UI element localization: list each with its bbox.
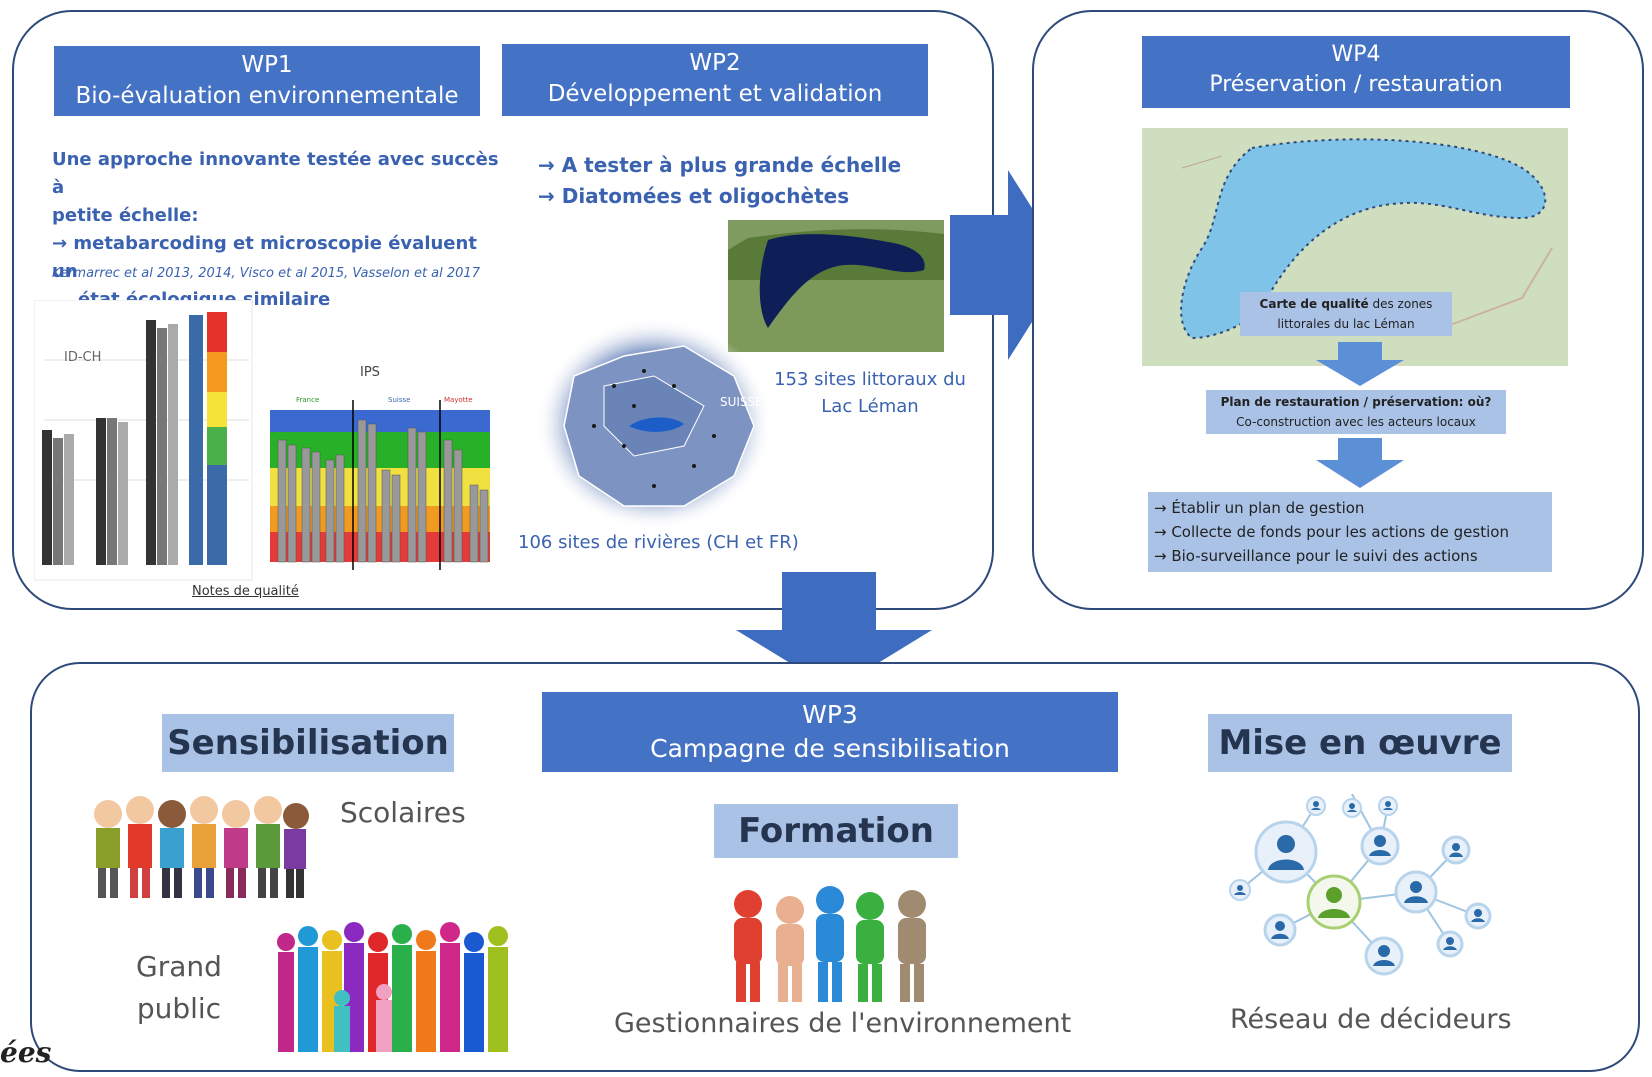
restoration-plan-sub: Co-construction avec les acteurs locaux [1236,415,1476,429]
map-caption-line1: Carte de qualité des zones [1259,297,1433,311]
lake-quality-map [1142,128,1568,366]
schoolchildren-image [94,796,309,898]
wp1-text-line3: → metabarcoding et microscopie évaluent … [52,233,477,282]
grand-label: Grand [136,950,222,983]
river-sites-label: 106 sites de rivières (CH et FR) [518,532,799,553]
wp2-subtitle: Développement et validation [547,81,883,108]
arrow-right [950,170,1068,360]
lake-satellite-image [728,220,944,352]
map-label-suisse: SUISSE [720,395,763,409]
decision-network-image [1229,794,1492,976]
restoration-plan-box: Plan de restauration / préservation: où?… [1206,390,1506,434]
wp2-header: WP2 Développement et validation [502,44,928,116]
ips-legend-france: France [296,396,319,404]
ips-legend-suisse: Suisse [388,396,410,404]
river-sites-map: SUISSE IT [536,318,772,530]
wp4-subtitle: Préservation / restauration [1209,71,1503,97]
reseau-label: Réseau de décideurs [1230,1004,1512,1035]
actions-box: → Établir un plan de gestion → Collecte … [1148,492,1552,572]
map-label-it: IT [730,487,742,501]
corner-text: ées [0,1036,52,1069]
action-1: → Établir un plan de gestion [1154,499,1365,517]
wp2-bullets: → A tester à plus grande échelle → Diato… [538,150,901,212]
action-3: → Bio-surveillance pour le suivi des act… [1154,547,1478,565]
formation-heading: Formation [714,804,958,858]
public-label: public [136,992,222,1025]
idch-chart: ID-CH [34,300,253,581]
notes-de-qualite-label: Notes de qualité [192,584,299,599]
arrow-down-main [736,572,932,690]
wp1-title: WP1 [241,52,293,78]
action-2: → Collecte de fonds pour les actions de … [1154,523,1509,541]
lake-sites-line1: 153 sites littoraux du [774,369,966,390]
idch-title: ID-CH [64,350,101,365]
wp1-text-line1: Une approche innovante testée avec succè… [52,149,499,198]
wp4-arrow-down-2 [1316,438,1404,488]
wp4-arrow-down-1 [1316,342,1404,386]
crowd-silhouettes-image [277,922,508,1052]
wp2-bullet1: → A tester à plus grande échelle [538,153,902,177]
scolaires-label: Scolaires [340,796,466,829]
wp3-title: WP3 [802,700,858,729]
lake-sites-label: 153 sites littoraux du Lac Léman [770,366,970,420]
map-caption-box: Carte de qualité des zones littorales du… [1240,292,1452,336]
sensibilisation-heading: Sensibilisation [162,714,454,772]
team-figures-image [734,886,926,1002]
ips-legend-mayotte: Mayotte [444,396,473,404]
wp2-bullet2: → Diatomées et oligochètes [538,184,850,208]
lake-sites-line2: Lac Léman [821,396,919,417]
wp1-citation: Kermarrec et al 2013, 2014, Visco et al … [52,266,480,281]
grand-public-label: Grand public [136,946,222,1030]
wp1-text-line2: petite échelle: [52,205,199,226]
wp2-title: WP2 [689,50,741,76]
wp1-subtitle: Bio-évaluation environnementale [75,83,459,110]
wp3-header: WP3 Campagne de sensibilisation [542,692,1118,772]
wp1-header: WP1 Bio-évaluation environnementale [54,46,480,116]
map-caption-line2: littorales du lac Léman [1277,317,1415,331]
wp4-title: WP4 [1331,42,1381,67]
mise-en-oeuvre-heading: Mise en œuvre [1208,714,1512,772]
wp1-description: Une approche innovante testée avec succè… [52,146,502,314]
gestionnaires-label: Gestionnaires de l'environnement [614,1008,1072,1039]
wp3-subtitle: Campagne de sensibilisation [650,733,1010,763]
ips-title: IPS [360,365,380,380]
restoration-plan-title: Plan de restauration / préservation: où? [1220,395,1492,409]
ips-chart: IPS France Suisse Mayotte [270,365,490,570]
wp4-header: WP4 Préservation / restauration [1142,36,1570,108]
